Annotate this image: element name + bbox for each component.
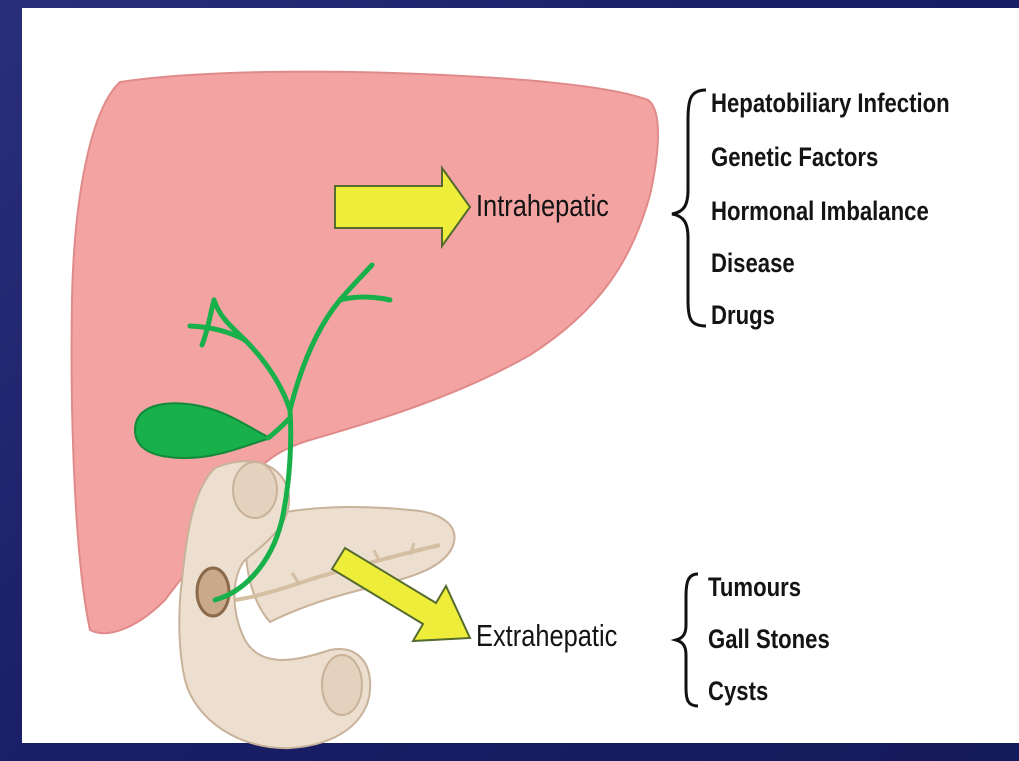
cause-hepatobiliary-infection: Hepatobiliary Infection [711, 90, 950, 117]
intrahepatic-label: Intrahepatic [476, 188, 609, 224]
intrahepatic-brace [672, 90, 706, 326]
cause-hormonal-imbalance: Hormonal Imbalance [711, 198, 929, 225]
cause-tumours: Tumours [708, 574, 801, 601]
cause-genetic-factors: Genetic Factors [711, 144, 878, 171]
cause-drugs: Drugs [711, 302, 775, 329]
cause-cysts: Cysts [708, 678, 768, 705]
extrahepatic-brace [676, 574, 698, 706]
ampulla [197, 568, 229, 616]
duodenum-lumen-bottom [322, 655, 362, 715]
duodenum-lumen-top [233, 462, 277, 518]
cause-disease: Disease [711, 250, 795, 277]
cause-gall-stones: Gall Stones [708, 626, 830, 653]
extrahepatic-label: Extrahepatic [476, 618, 617, 654]
